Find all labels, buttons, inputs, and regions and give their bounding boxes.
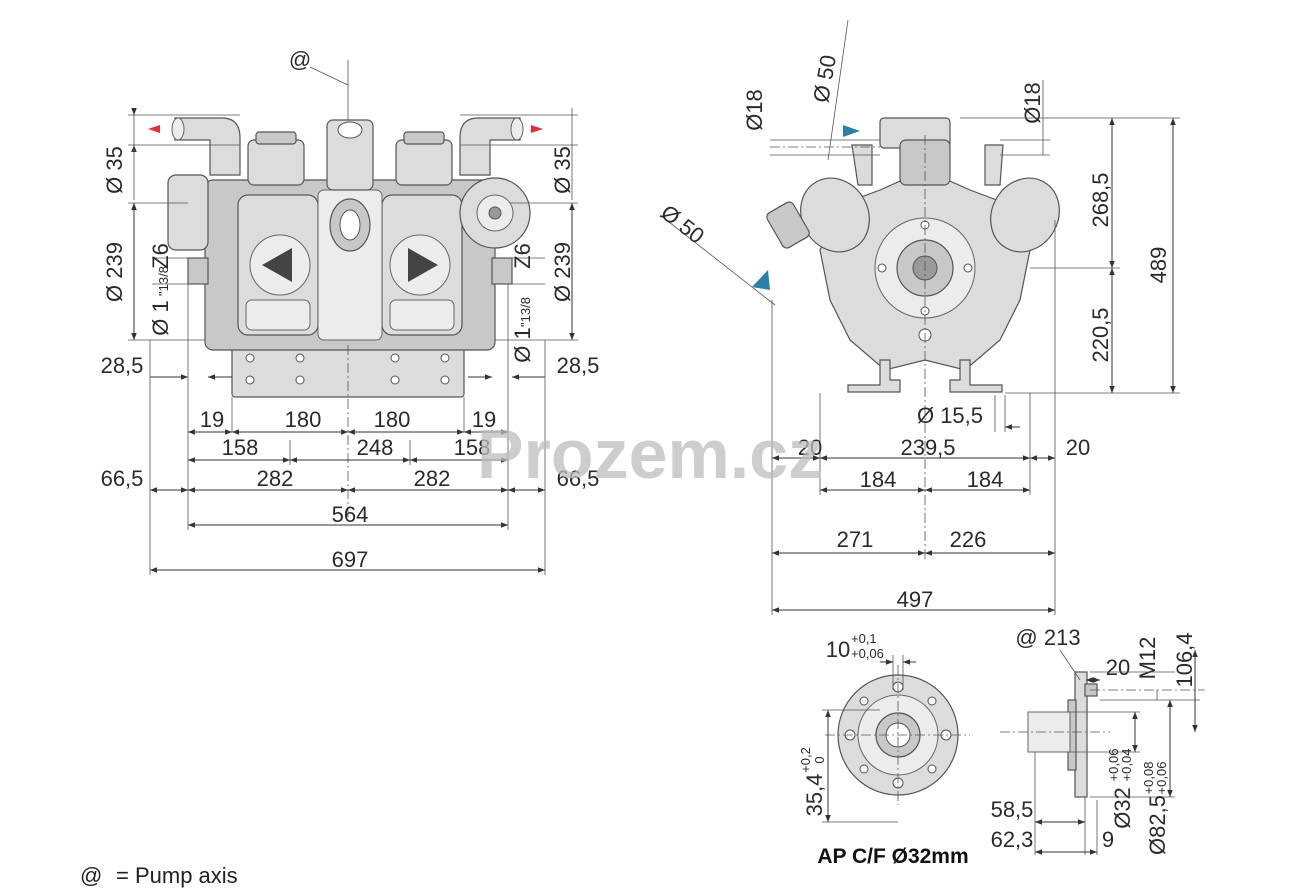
front-shaft-right-frac: "13/8	[518, 297, 533, 327]
front-shaft-left-main: Ø 1	[148, 300, 173, 335]
flange-m12: M12	[1135, 637, 1160, 680]
flange-d32-tol-up: +0,06	[1106, 749, 1121, 782]
side-d497: 497	[897, 587, 934, 612]
side-d15-5: Ø 15,5	[917, 403, 983, 428]
front-axis-label: @	[289, 47, 311, 72]
front-right-elbow	[459, 117, 521, 176]
flange-d58-5: 58,5	[991, 797, 1034, 822]
side-d18-right: Ø18	[1020, 82, 1045, 124]
front-view: @ Ø 35 Ø 35 Ø 239 Ø 239 Z6 Ø 1 "13/8	[101, 47, 600, 575]
side-d184-left: 184	[860, 467, 897, 492]
flange-d32-tol-dn: +0,04	[1119, 749, 1134, 782]
flange-d35-4-tol-up: +0,2	[798, 747, 813, 773]
side-left-foot	[847, 359, 901, 393]
front-d248: 248	[357, 435, 394, 460]
front-center-outlet	[326, 119, 374, 191]
front-base-bolts	[245, 353, 450, 385]
side-right-pipe	[984, 144, 1004, 186]
side-d226: 226	[950, 527, 987, 552]
front-z6-right: Z6	[510, 243, 535, 269]
side-d20-left: 20	[798, 435, 822, 460]
flange-d35-4: 35,4	[802, 774, 827, 817]
flange-front-view: 10 +0,1 +0,06 35,4 +0,2 0 AP C/F Ø32mm	[798, 631, 970, 868]
front-d35-left: Ø 35	[102, 146, 127, 194]
front-left-elbow	[174, 117, 241, 176]
side-d184-right: 184	[967, 467, 1004, 492]
front-left-accumulator	[167, 174, 209, 251]
flange-d106-4: 106,4	[1172, 632, 1197, 687]
legend-text: = Pump axis	[116, 863, 238, 888]
side-d18-left: Ø18	[742, 89, 767, 131]
side-d50-diag: Ø 50	[656, 200, 709, 249]
front-shaft-left-frac: "13/8	[156, 266, 171, 296]
flange-d10-tol-dn: +0,06	[851, 646, 884, 661]
front-d180-right: 180	[374, 407, 411, 432]
watermark: Prozem.cz	[477, 415, 823, 493]
side-view: Ø18 Ø 50 Ø18 Ø 50 268,5 489 220,5 Ø 15,5	[656, 19, 1180, 615]
front-d28-5-right: 28,5	[557, 353, 600, 378]
front-d282-right: 282	[414, 466, 451, 491]
front-d28-5-left: 28,5	[101, 353, 144, 378]
side-right-accumulator	[990, 177, 1060, 253]
flange-d62-3: 62,3	[991, 827, 1034, 852]
flange-at213: @ 213	[1015, 625, 1080, 650]
front-shaft-right-main: Ø 1	[510, 327, 535, 362]
front-d697: 697	[332, 547, 369, 572]
flange-d20: 20	[1106, 655, 1130, 680]
front-d239-left: Ø 239	[102, 242, 127, 302]
side-d268-5: 268,5	[1088, 172, 1113, 227]
front-left-shaft	[187, 257, 209, 285]
flange-d9: 9	[1102, 827, 1114, 852]
front-d239-right: Ø 239	[550, 242, 575, 302]
flange-d82-5: Ø82,5	[1145, 795, 1170, 855]
legend: @ = Pump axis	[80, 863, 238, 888]
front-d19-right: 19	[472, 407, 496, 432]
front-right-valve	[395, 139, 453, 186]
front-d282-left: 282	[257, 466, 294, 491]
front-z6-left: Z6	[148, 243, 173, 269]
front-d180-left: 180	[285, 407, 322, 432]
flange-d82-5-tol-up: +0,08	[1141, 762, 1156, 795]
side-d220-5: 220,5	[1088, 307, 1113, 362]
side-right-foot	[949, 359, 1003, 393]
flange-d10: 10	[826, 637, 850, 662]
side-d489: 489	[1146, 247, 1171, 284]
front-d158-right: 158	[454, 435, 491, 460]
front-d158-left: 158	[222, 435, 259, 460]
side-left-pipe	[851, 144, 873, 186]
front-left-valve	[247, 139, 305, 186]
side-d50-top: Ø 50	[808, 53, 841, 104]
side-d20-right: 20	[1066, 435, 1090, 460]
legend-symbol: @	[80, 863, 102, 888]
front-d66-5-right: 66,5	[557, 466, 600, 491]
side-d239-5: 239,5	[900, 435, 955, 460]
front-right-shaft	[491, 257, 513, 285]
flange-d82-5-tol-dn: +0,06	[1154, 762, 1169, 795]
front-d19-left: 19	[200, 407, 224, 432]
flange-d32: Ø32	[1110, 787, 1135, 829]
flange-d35-4-tol-dn: 0	[812, 756, 827, 763]
front-d66-5-left: 66,5	[101, 466, 144, 491]
side-d271: 271	[837, 527, 874, 552]
front-d35-right: Ø 35	[550, 146, 575, 194]
flange-d10-tol-up: +0,1	[851, 631, 877, 646]
flange-side-view: @ 213 20 M12 106,4 58,5 62,3 9 Ø32 +0,06…	[991, 625, 1205, 855]
front-d564: 564	[332, 502, 369, 527]
flange-caption: AP C/F Ø32mm	[817, 845, 968, 868]
